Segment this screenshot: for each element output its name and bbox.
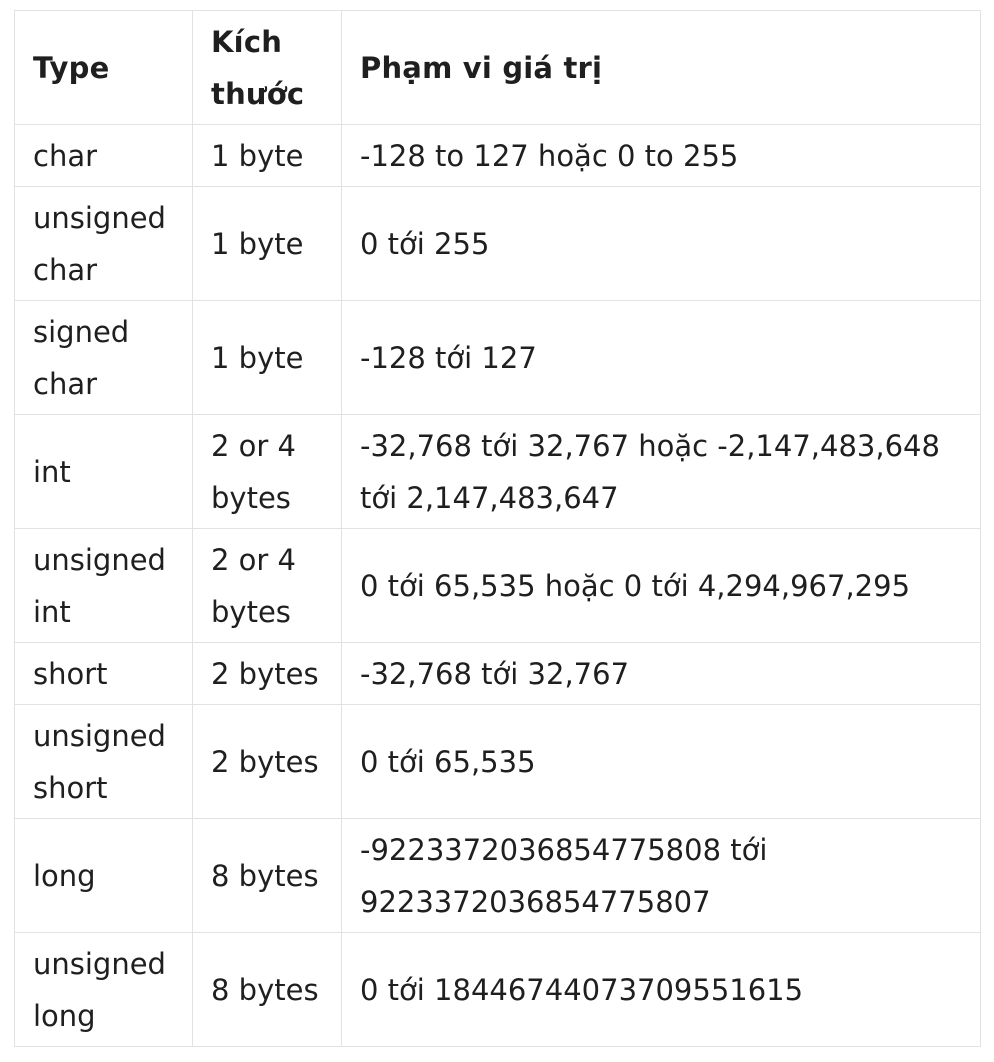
- cell-type: long: [14, 818, 193, 933]
- header-type: Type: [14, 10, 193, 125]
- header-range: Phạm vi giá trị: [341, 10, 981, 125]
- table-row: int 2 or 4 bytes -32,768 tới 32,767 hoặc…: [14, 414, 981, 529]
- table-row: unsigned short 2 bytes 0 tới 65,535: [14, 704, 981, 819]
- cell-type: unsigned long: [14, 932, 193, 1047]
- cell-range: -9223372036854775808 tới 922337203685477…: [341, 818, 981, 933]
- header-size: Kích thước: [192, 10, 342, 125]
- cell-type: char: [14, 124, 193, 187]
- table-row: unsigned long 8 bytes 0 tới 184467440737…: [14, 932, 981, 1047]
- cell-size: 2 or 4 bytes: [192, 414, 342, 529]
- table-row: short 2 bytes -32,768 tới 32,767: [14, 642, 981, 705]
- cell-range: -128 tới 127: [341, 300, 981, 415]
- data-types-table: Type Kích thước Phạm vi giá trị char 1 b…: [14, 10, 981, 1047]
- cell-type: unsigned int: [14, 528, 193, 643]
- cell-type: short: [14, 642, 193, 705]
- cell-size: 2 bytes: [192, 642, 342, 705]
- cell-size: 1 byte: [192, 124, 342, 187]
- cell-range: 0 tới 18446744073709551615: [341, 932, 981, 1047]
- cell-type: signed char: [14, 300, 193, 415]
- cell-range: 0 tới 65,535: [341, 704, 981, 819]
- cell-size: 2 bytes: [192, 704, 342, 819]
- cell-range: 0 tới 255: [341, 186, 981, 301]
- cell-size: 1 byte: [192, 300, 342, 415]
- cell-type: unsigned char: [14, 186, 193, 301]
- cell-size: 2 or 4 bytes: [192, 528, 342, 643]
- table-row: char 1 byte -128 to 127 hoặc 0 to 255: [14, 124, 981, 187]
- cell-size: 8 bytes: [192, 932, 342, 1047]
- cell-range: -32,768 tới 32,767: [341, 642, 981, 705]
- cell-size: 8 bytes: [192, 818, 342, 933]
- table-row: unsigned int 2 or 4 bytes 0 tới 65,535 h…: [14, 528, 981, 643]
- cell-size: 1 byte: [192, 186, 342, 301]
- cell-range: -128 to 127 hoặc 0 to 255: [341, 124, 981, 187]
- table-header-row: Type Kích thước Phạm vi giá trị: [14, 10, 981, 125]
- cell-type: unsigned short: [14, 704, 193, 819]
- cell-range: -32,768 tới 32,767 hoặc -2,147,483,648 t…: [341, 414, 981, 529]
- cell-range: 0 tới 65,535 hoặc 0 tới 4,294,967,295: [341, 528, 981, 643]
- table-row: signed char 1 byte -128 tới 127: [14, 300, 981, 415]
- table-row: unsigned char 1 byte 0 tới 255: [14, 186, 981, 301]
- cell-type: int: [14, 414, 193, 529]
- table-row: long 8 bytes -9223372036854775808 tới 92…: [14, 818, 981, 933]
